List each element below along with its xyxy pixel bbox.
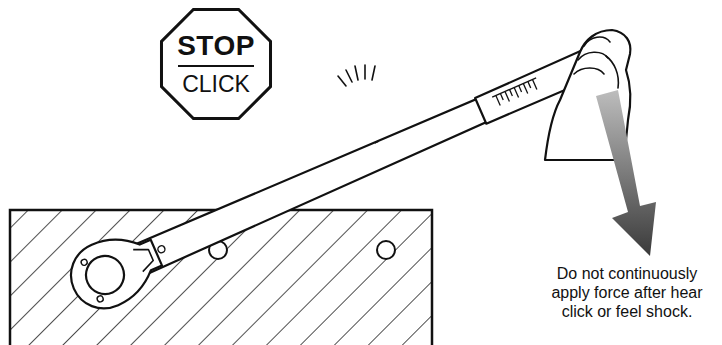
torque-wrench — [61, 17, 640, 319]
scale-tick — [496, 96, 500, 106]
force-arrow — [596, 90, 656, 256]
divider-line — [178, 65, 254, 67]
click-sound-marks — [338, 65, 375, 86]
scale-tick — [500, 94, 503, 100]
stop-sign: STOP CLICK — [154, 2, 278, 126]
scale-line — [492, 78, 536, 97]
scale-tick — [510, 90, 513, 96]
sign-heading: STOP — [177, 31, 255, 61]
scale-tick — [532, 80, 536, 90]
warning-note: Do not continuously apply force after he… — [536, 264, 718, 322]
scale-tick — [514, 88, 518, 98]
scale-tick — [528, 82, 531, 88]
sign-subtext: CLICK — [182, 71, 250, 97]
scale-tick — [523, 84, 527, 94]
scale-tick — [519, 86, 522, 92]
octagon — [161, 9, 270, 118]
octagon-outline — [154, 2, 278, 126]
scale-tick — [505, 92, 509, 102]
